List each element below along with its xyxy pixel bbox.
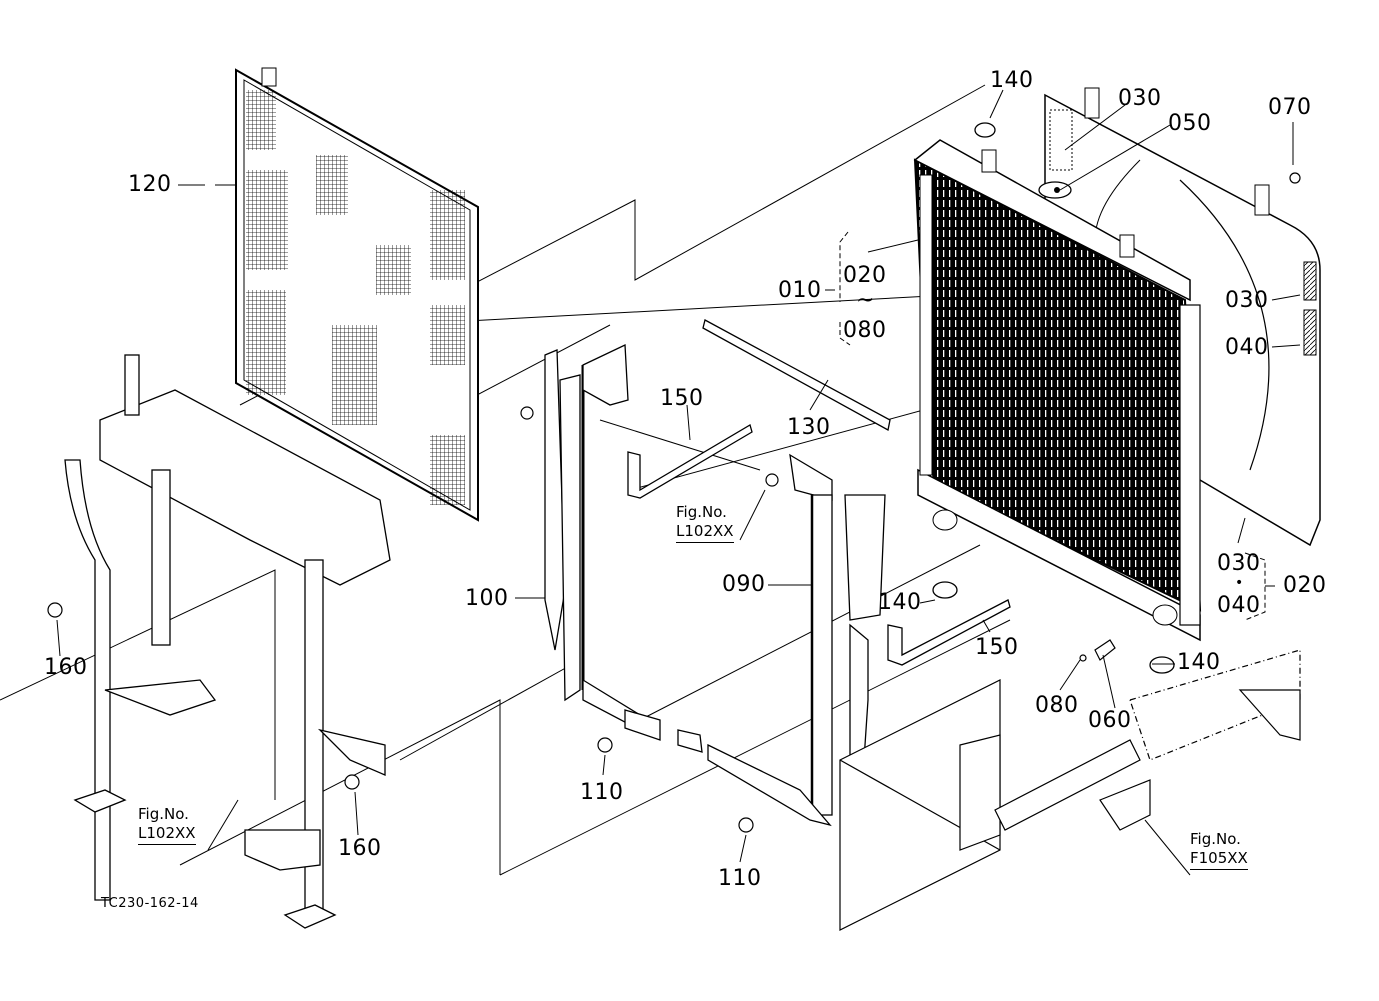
part-label-020-group: 020 [843, 263, 887, 288]
part-label-160-right: 160 [338, 836, 382, 861]
part-label-110-left: 110 [580, 780, 624, 805]
part-label-120: 120 [128, 172, 172, 197]
part-label-040-side: 040 [1225, 335, 1269, 360]
part-label-080-group: 080 [843, 318, 887, 343]
label-leaders [56, 89, 1301, 876]
part-label-010: 010 [778, 278, 822, 303]
chassis-frame [839, 649, 1301, 931]
part-label-090: 090 [722, 572, 766, 597]
part-label-060: 060 [1088, 708, 1132, 733]
part-label-100: 100 [465, 586, 509, 611]
part-label-140-mid: 140 [878, 590, 922, 615]
figure-reference-code: F105XX [1190, 849, 1248, 870]
part-label-150-top: 150 [660, 386, 704, 411]
fasteners [47, 172, 1301, 833]
radiator-010 [913, 122, 1202, 674]
figure-reference[interactable]: Fig.No. L102XX [138, 805, 196, 845]
part-label-080: 080 [1035, 693, 1079, 718]
bar-130 [702, 319, 891, 431]
figure-reference-label: Fig.No. [676, 503, 727, 521]
figure-reference-code: L102XX [138, 824, 196, 845]
figure-reference-label: Fig.No. [1190, 830, 1241, 848]
separator-dot: • [1235, 575, 1244, 591]
part-label-030-bottom: 030 [1217, 551, 1261, 576]
part-label-050: 050 [1168, 111, 1212, 136]
range-tilde: ~ [856, 288, 875, 313]
part-label-070: 070 [1268, 95, 1312, 120]
left-frame [64, 354, 391, 929]
part-label-020-right: 020 [1283, 573, 1327, 598]
part-label-140-top: 140 [990, 68, 1034, 93]
mesh-screen-120 [235, 67, 479, 522]
part-label-110-right: 110 [718, 866, 762, 891]
part-label-030-top: 030 [1118, 86, 1162, 111]
part-label-030-side: 030 [1225, 288, 1269, 313]
figure-reference-label: Fig.No. [138, 805, 189, 823]
figure-reference[interactable]: Fig.No. L102XX [676, 503, 734, 543]
baffle-100 [544, 343, 703, 753]
figure-reference-code: L102XX [676, 522, 734, 543]
part-label-150-bottom: 150 [975, 635, 1019, 660]
part-label-160-left: 160 [44, 655, 88, 680]
figure-reference[interactable]: Fig.No. F105XX [1190, 830, 1248, 870]
part-label-130: 130 [787, 415, 831, 440]
part-label-140-right: 140 [1177, 650, 1221, 675]
brackets-150 [627, 424, 1011, 666]
part-label-040-bottom: 040 [1217, 593, 1261, 618]
drawing-id: TC230-162-14 [101, 896, 199, 911]
